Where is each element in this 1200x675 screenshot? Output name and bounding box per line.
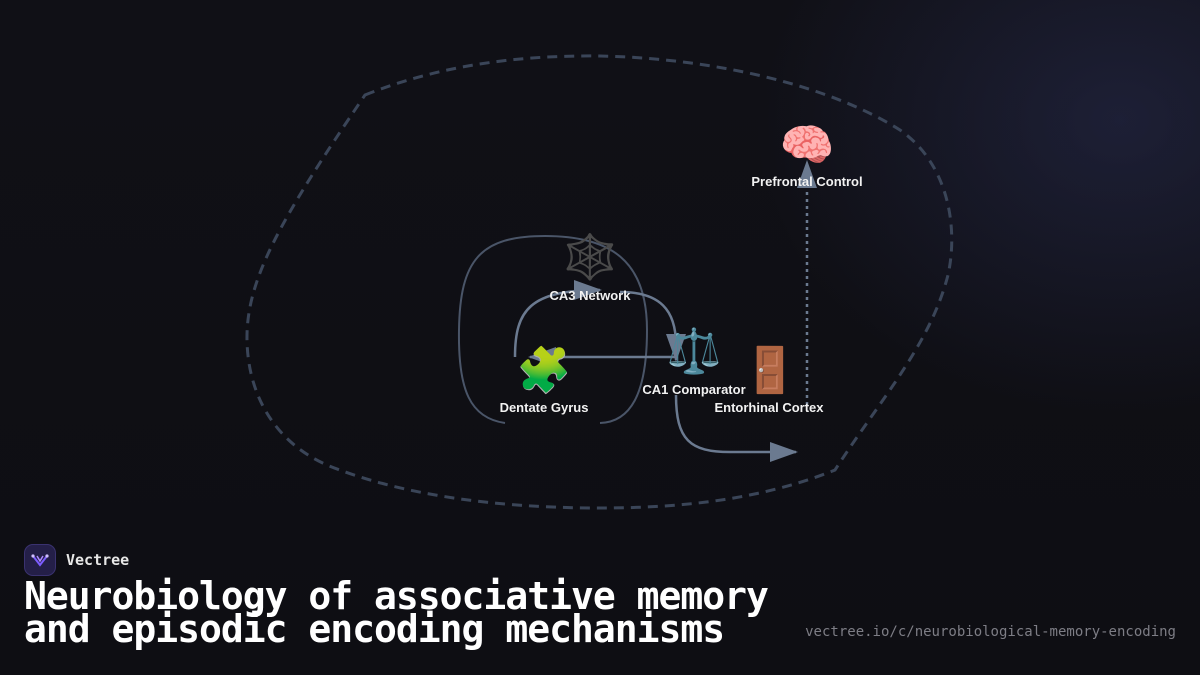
door-icon: 🚪 (742, 346, 798, 395)
node-dentate[interactable]: 🧩 Dentate Gyrus (484, 346, 604, 416)
node-entorhinal[interactable]: 🚪 Entorhinal Cortex (704, 346, 834, 416)
scales-icon: ⚖️ (666, 327, 722, 376)
node-label: CA1 Comparator (642, 382, 746, 397)
node-ca1[interactable]: ⚖️ CA1 Comparator (629, 327, 759, 398)
title-line-1: Neurobiology of associative memory (24, 574, 769, 618)
brand-name: Vectree (66, 551, 130, 569)
edge-ca1-to-entorhinal (674, 394, 798, 462)
vectree-logo-icon (24, 544, 56, 576)
node-label: Prefrontal Control (751, 174, 863, 189)
page-title: Neurobiology of associative memory and e… (24, 574, 769, 651)
edge-dentate-to-ca3 (513, 280, 602, 358)
source-url[interactable]: vectree.io/c/neurobiological-memory-enco… (805, 624, 1176, 640)
node-label: Dentate Gyrus (499, 400, 589, 415)
hippocampal-boundary (245, 54, 954, 510)
title-line-2: and episodic encoding mechanisms (24, 607, 725, 651)
ca3-recurrent-loop (457, 234, 649, 424)
node-ca3[interactable]: 🕸️ CA3 Network (530, 233, 650, 304)
edge-ca3-to-ca1 (619, 290, 686, 362)
web-icon: 🕸️ (562, 233, 618, 282)
brain-icon: 🧠 (779, 121, 835, 170)
node-label: Entorhinal Cortex (714, 400, 824, 415)
brand[interactable]: Vectree (24, 544, 129, 576)
node-prefrontal[interactable]: 🧠 Prefrontal Control (737, 121, 877, 190)
puzzle-icon: 🧩 (516, 346, 572, 395)
node-label: CA3 Network (549, 288, 631, 303)
